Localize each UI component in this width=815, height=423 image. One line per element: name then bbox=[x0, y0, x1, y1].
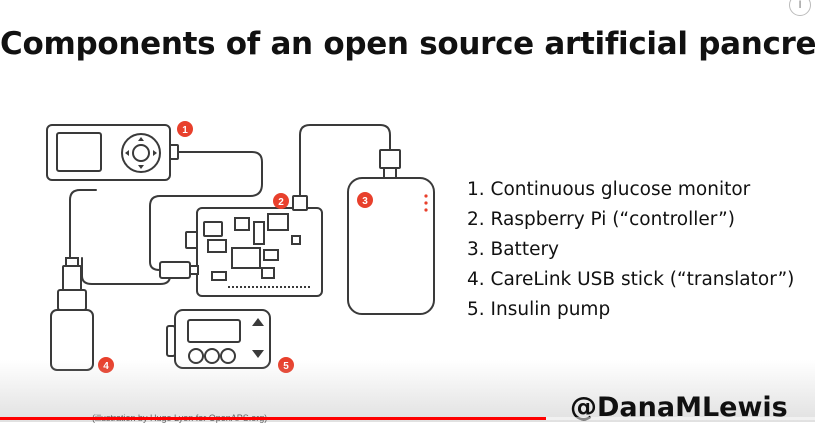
video-progress-fill bbox=[0, 417, 547, 420]
usb-stick-cable-2 bbox=[81, 257, 171, 285]
legend-item-battery: 3. Battery bbox=[467, 239, 560, 260]
legend-item-carelink: 4. CareLink USB stick (“translator”) bbox=[467, 269, 795, 290]
player-controls-gradient bbox=[0, 360, 815, 422]
battery-device bbox=[347, 149, 435, 315]
cgm-cable bbox=[149, 151, 263, 271]
svg-text:3: 3 bbox=[362, 196, 368, 207]
badge-3: 3 bbox=[357, 192, 373, 208]
component-legend: 1. Continuous glucose monitor 2. Raspber… bbox=[467, 175, 794, 325]
info-icon[interactable]: i bbox=[789, 0, 811, 16]
insulin-pump-device bbox=[166, 309, 271, 369]
raspberry-pi-device bbox=[159, 195, 323, 297]
legend-item-raspberry-pi: 2. Raspberry Pi (“controller”) bbox=[467, 209, 735, 230]
slide-title: Components of an open source artificial … bbox=[0, 26, 815, 62]
badge-2: 2 bbox=[273, 193, 289, 209]
video-progress-bar[interactable] bbox=[0, 417, 815, 420]
svg-text:1: 1 bbox=[182, 125, 188, 136]
usb-stick-device bbox=[50, 257, 94, 371]
badge-1: 1 bbox=[177, 121, 193, 137]
battery-cable bbox=[299, 124, 391, 199]
legend-item-insulin-pump: 5. Insulin pump bbox=[467, 299, 611, 320]
svg-text:2: 2 bbox=[278, 197, 284, 208]
legend-item-cgm: 1. Continuous glucose monitor bbox=[467, 179, 751, 200]
cgm-device bbox=[46, 124, 179, 181]
usb-stick-cable bbox=[69, 189, 97, 259]
